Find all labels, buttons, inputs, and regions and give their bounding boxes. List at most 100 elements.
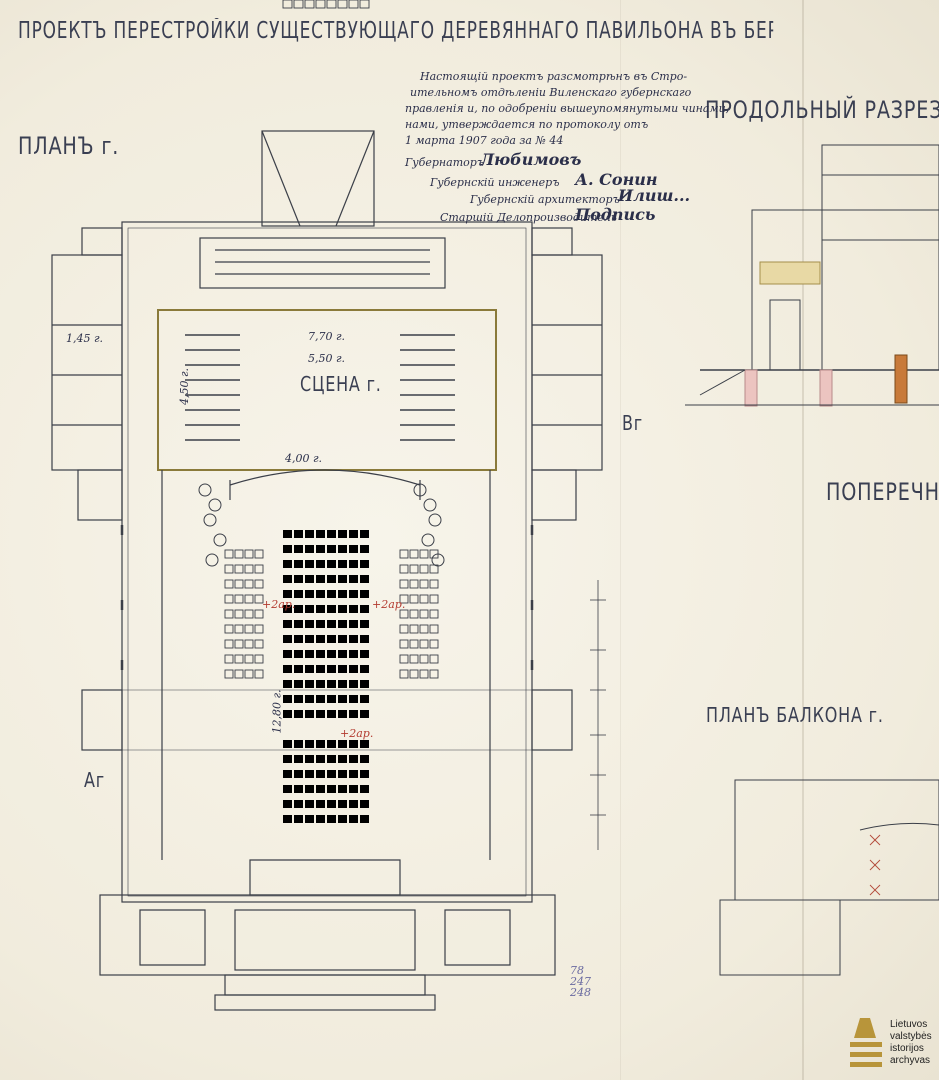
approval-governor-signature: Любимовъ (480, 150, 582, 169)
approval-line-4: нами, утверждается по протоколу отъ (405, 118, 649, 131)
side-seat (254, 654, 264, 664)
side-seat (429, 654, 439, 664)
seat-row (283, 560, 369, 568)
side-seat (419, 609, 429, 619)
approval-architect: Губернскій архитекторъ (470, 193, 620, 206)
seat-row (283, 770, 369, 778)
side-seat (399, 594, 409, 604)
side-seat (399, 624, 409, 634)
side-seat (224, 609, 234, 619)
dim-stage-width-2: 5,50 г. (308, 352, 346, 365)
seat-row (283, 800, 369, 808)
seat-row (283, 680, 369, 688)
approval-governor: Губернаторъ (405, 156, 485, 169)
side-seat (224, 669, 234, 679)
side-seat (234, 639, 244, 649)
seat-row (283, 605, 369, 613)
fold-line-vertical (802, 0, 804, 1080)
fold-line-right (620, 0, 621, 1080)
side-seat (409, 669, 419, 679)
side-seat (244, 639, 254, 649)
side-seat (399, 579, 409, 589)
loge-chair (208, 498, 222, 512)
right-wing (531, 254, 603, 471)
approval-line-3: правленія и, по одобреніи вышеупомянутым… (405, 102, 730, 115)
side-seat (399, 609, 409, 619)
row-mark-1: +2ар. (262, 598, 296, 611)
loge-chair (421, 533, 435, 547)
archive-number: 78 247 248 (570, 964, 591, 999)
side-seat (234, 579, 244, 589)
loge-chair (413, 483, 427, 497)
sheet-title: ПРОЕКТЪ ПЕРЕСТРОЙКИ СУЩЕСТВУЮЩАГО ДЕРЕВЯ… (18, 18, 773, 44)
seat-row (283, 575, 369, 583)
side-seat (409, 549, 419, 559)
side-seat (244, 579, 254, 589)
side-seat (254, 624, 264, 634)
side-seat (399, 654, 409, 664)
side-seat (234, 654, 244, 664)
side-seat (224, 579, 234, 589)
seat-row (283, 755, 369, 763)
seat-row (283, 545, 369, 553)
side-seat (244, 564, 254, 574)
approval-line-2: ительномъ отдѣленіи Виленскаго губернска… (410, 86, 692, 99)
side-seat (419, 624, 429, 634)
side-seat (419, 654, 429, 664)
loge-chair (428, 513, 442, 527)
seat-row (283, 815, 369, 823)
side-seat (399, 564, 409, 574)
archive-name: Lietuvos valstybės istorijos archyvas (890, 1019, 932, 1066)
side-seat (419, 594, 429, 604)
side-seat (234, 624, 244, 634)
dim-hall-length: 12,80 г. (270, 689, 284, 734)
dim-side-width: 1,45 г. (66, 332, 104, 345)
side-seat (429, 594, 439, 604)
level-scale (590, 580, 606, 850)
side-seat (224, 549, 234, 559)
side-seat (244, 669, 254, 679)
seat-row (283, 785, 369, 793)
approval-architect-signature: Илиш... (618, 186, 691, 205)
seat-row (283, 530, 369, 538)
side-seat (409, 564, 419, 574)
seat-row (283, 635, 369, 643)
seat-row (283, 665, 369, 673)
approval-engineer-signature: А. Сонин (575, 170, 658, 189)
seat-row (283, 740, 369, 748)
approval-junior-signature: Подпись (575, 205, 656, 224)
dim-proscenium: 4,00 г. (285, 452, 323, 465)
side-seat (254, 594, 264, 604)
side-seat (254, 609, 264, 619)
side-seat (409, 624, 419, 634)
side-seat (254, 549, 264, 559)
approval-line-1: Настоящій проектъ разсмотрѣнъ въ Стро- (420, 70, 688, 83)
side-seat (409, 654, 419, 664)
row-mark-2: +2ар. (372, 598, 406, 611)
side-seat (409, 609, 419, 619)
side-seat (399, 669, 409, 679)
seat-row (283, 695, 369, 703)
side-seat (429, 609, 439, 619)
seat-row (283, 650, 369, 658)
side-seat (244, 654, 254, 664)
side-seat (419, 579, 429, 589)
loge-chair (203, 513, 217, 527)
side-seat (244, 624, 254, 634)
section-mark-b: Вг (622, 411, 643, 435)
longitudinal-section (685, 144, 939, 407)
side-seat (254, 579, 264, 589)
row-mark-3: +2ар. (340, 727, 374, 740)
side-seat (234, 594, 244, 604)
loge-chair (198, 483, 212, 497)
side-seat (234, 549, 244, 559)
side-seat (419, 669, 429, 679)
side-seat (429, 624, 439, 634)
approval-engineer: Губернскій инженеръ (430, 176, 560, 189)
side-seat (234, 669, 244, 679)
side-seat (244, 609, 254, 619)
stage-label: СЦЕНА г. (300, 372, 382, 396)
side-seat (224, 639, 234, 649)
seat-row (283, 710, 369, 718)
side-seat (224, 654, 234, 664)
